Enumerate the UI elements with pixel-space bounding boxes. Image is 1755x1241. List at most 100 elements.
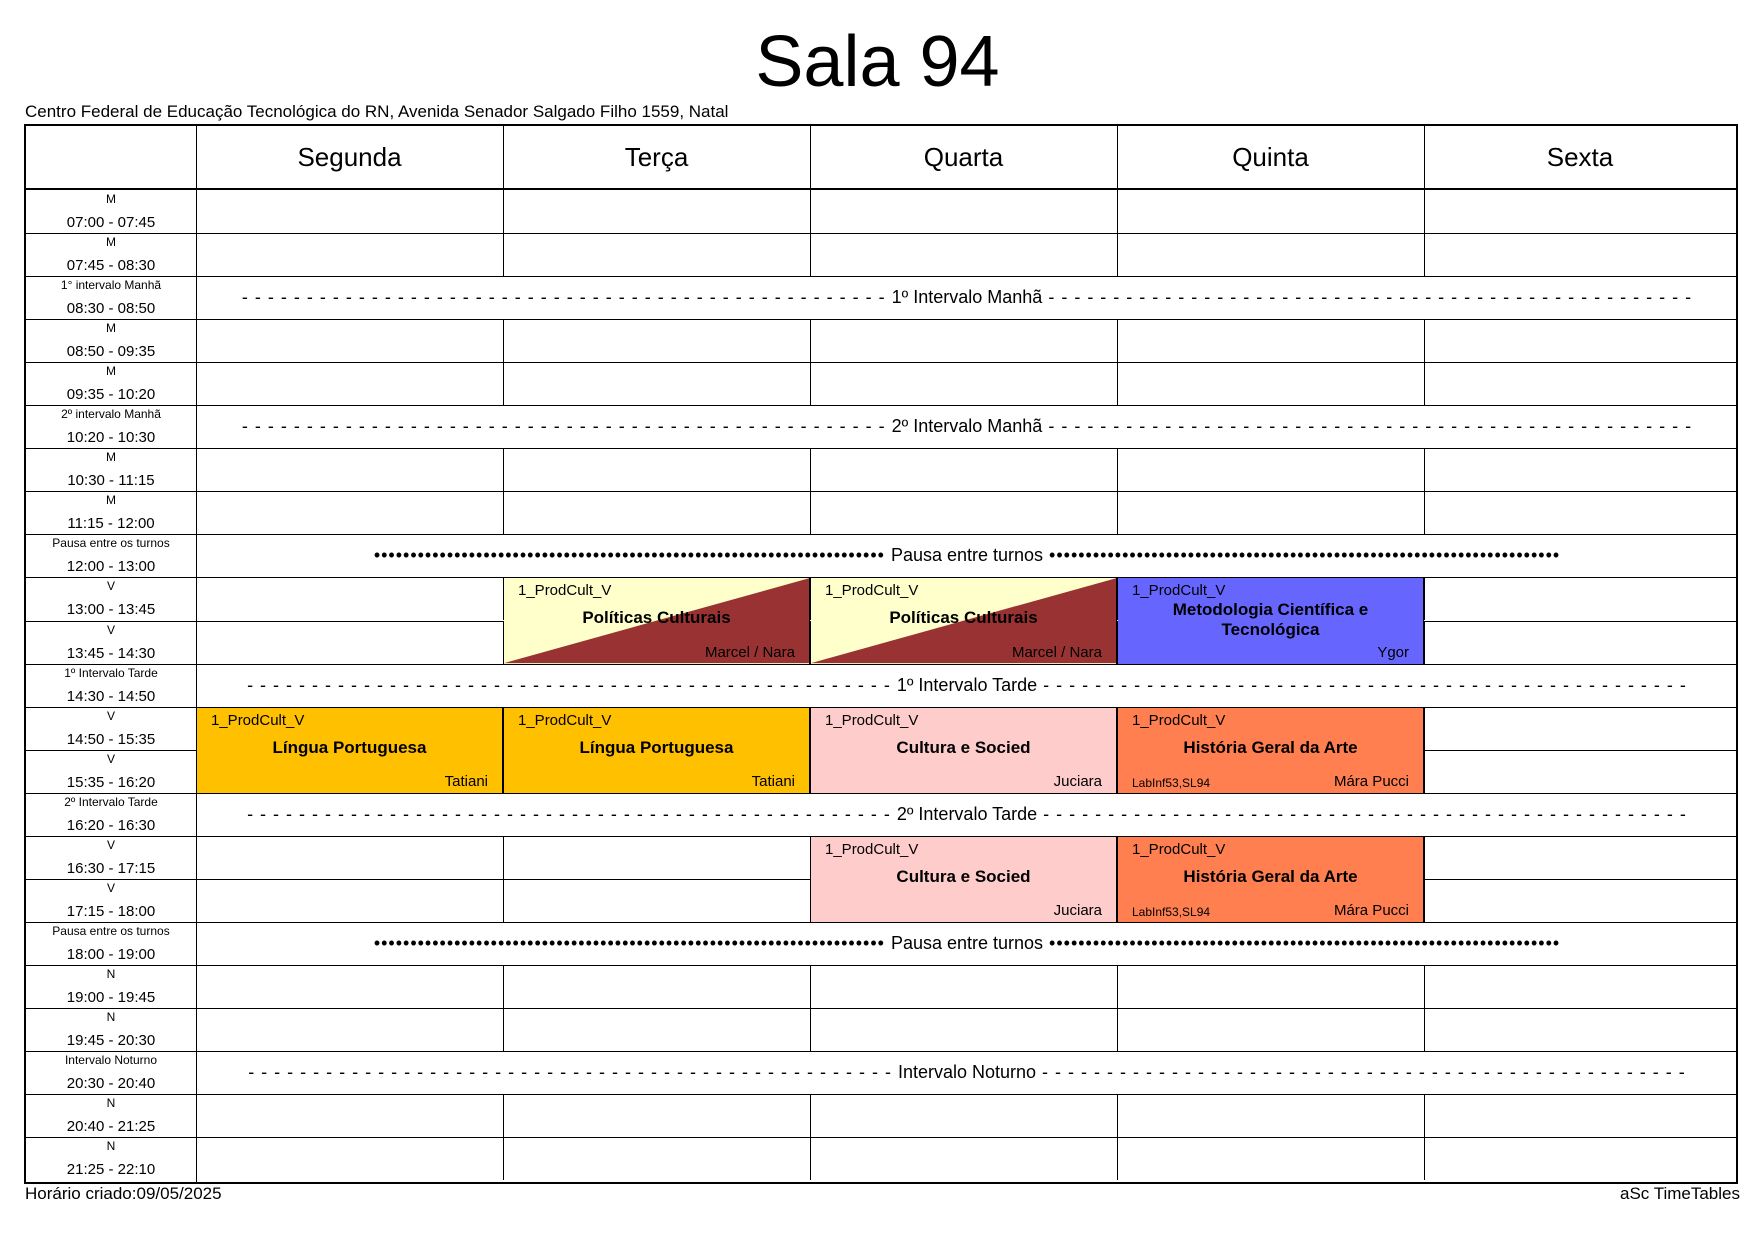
- column-border: [1117, 362, 1118, 406]
- period-name: Pausa entre os turnos: [52, 536, 170, 551]
- day-header: Segunda: [297, 142, 402, 172]
- lesson-teacher: Tatiani: [444, 772, 488, 790]
- column-border: [1117, 577, 1118, 621]
- lesson-subject: Cultura e Socied: [896, 737, 1031, 757]
- lesson-group: 1_ProdCult_V: [518, 711, 612, 729]
- period-time: 07:00 - 07:45: [66, 214, 156, 232]
- column-border: [503, 620, 504, 664]
- lesson-subject: Cultura e Socied: [896, 866, 1031, 886]
- break-label: Pausa entre turnos: [890, 932, 1044, 953]
- period-time: 18:00 - 19:00: [66, 945, 156, 963]
- break-filler: ••••••••••••••••••••••••••••••••••••••••…: [1043, 545, 1561, 566]
- period-name: 2º Intervalo Tarde: [64, 794, 158, 809]
- period-time: 16:30 - 17:15: [66, 859, 156, 877]
- break-label: 2º Intervalo Tarde: [896, 803, 1038, 824]
- header-separator: [26, 188, 1736, 190]
- column-border: [1117, 878, 1118, 922]
- split-color-background: [504, 578, 809, 664]
- column-border: [1424, 319, 1425, 363]
- column-border: [1424, 448, 1425, 492]
- lesson-subject: Língua Portuguesa: [579, 737, 734, 757]
- row-border: [26, 534, 1736, 536]
- lesson-subject: Língua Portuguesa: [272, 737, 427, 757]
- column-border: [503, 190, 504, 234]
- header-column-border: [810, 126, 811, 188]
- lesson-subject: Políticas Culturais: [889, 608, 1038, 628]
- row-border: [26, 405, 1736, 407]
- column-border: [1424, 749, 1425, 793]
- header-column-border: [1424, 126, 1425, 188]
- period-name: Pausa entre os turnos: [52, 923, 170, 938]
- row-border: [26, 276, 1736, 278]
- period-time: 14:50 - 15:35: [66, 730, 156, 748]
- split-color-background: [811, 578, 1116, 664]
- column-border: [503, 749, 504, 793]
- column-border: [810, 620, 811, 664]
- lesson-subject: História Geral da Arte: [1183, 866, 1358, 886]
- period-time: 07:45 - 08:30: [66, 257, 156, 275]
- column-border: [1424, 835, 1425, 879]
- lesson-teacher: Mára Pucci: [1333, 901, 1409, 919]
- row-border: [26, 319, 1736, 321]
- column-border: [810, 964, 811, 1008]
- row-border: [26, 1007, 1736, 1009]
- period-name: 2º intervalo Manhã: [61, 407, 161, 422]
- column-border: [1117, 491, 1118, 535]
- column-border: [503, 448, 504, 492]
- period-column-border: [196, 126, 197, 1182]
- column-border: [810, 878, 811, 922]
- break-filler: - - - - - - - - - - - - - - - - - - - - …: [1042, 287, 1693, 308]
- row-border: [26, 233, 1736, 235]
- lesson-group: 1_ProdCult_V: [518, 582, 612, 600]
- column-border: [1117, 620, 1118, 664]
- period-name: N: [106, 1009, 116, 1024]
- period-name: V: [106, 751, 115, 766]
- column-border: [1424, 1007, 1425, 1051]
- period-time: 14:30 - 14:50: [66, 687, 156, 705]
- row-border: [26, 448, 1736, 450]
- break-filler: - - - - - - - - - - - - - - - - - - - - …: [248, 1062, 898, 1082]
- column-border: [810, 362, 811, 406]
- period-name: V: [106, 880, 115, 895]
- period-name: V: [106, 837, 115, 852]
- period-label: V 14:50 - 15:35: [26, 707, 196, 750]
- row-border: [26, 1137, 1736, 1139]
- row-border: [26, 1094, 1736, 1096]
- period-name: M: [106, 493, 116, 508]
- break-filler: - - - - - - - - - - - - - - - - - - - - …: [247, 674, 897, 695]
- column-border: [503, 878, 504, 922]
- period-time: 20:30 - 20:40: [66, 1075, 156, 1093]
- header-column-border: [503, 126, 504, 188]
- lesson-group: 1_ProdCult_V: [825, 711, 919, 729]
- period-name: N: [106, 966, 116, 981]
- period-time: 20:40 - 21:25: [66, 1118, 156, 1136]
- period-name: V: [106, 708, 115, 723]
- break-filler: - - - - - - - - - - - - - - - - - - - - …: [1036, 1062, 1686, 1082]
- column-border: [1117, 749, 1118, 793]
- row-border: [26, 577, 1736, 579]
- column-border: [1117, 448, 1118, 492]
- lesson-group: 1_ProdCult_V: [211, 711, 305, 729]
- lesson-group: 1_ProdCult_V: [825, 582, 919, 600]
- day-header: Sexta: [1546, 142, 1614, 172]
- period-time: 17:15 - 18:00: [66, 902, 156, 920]
